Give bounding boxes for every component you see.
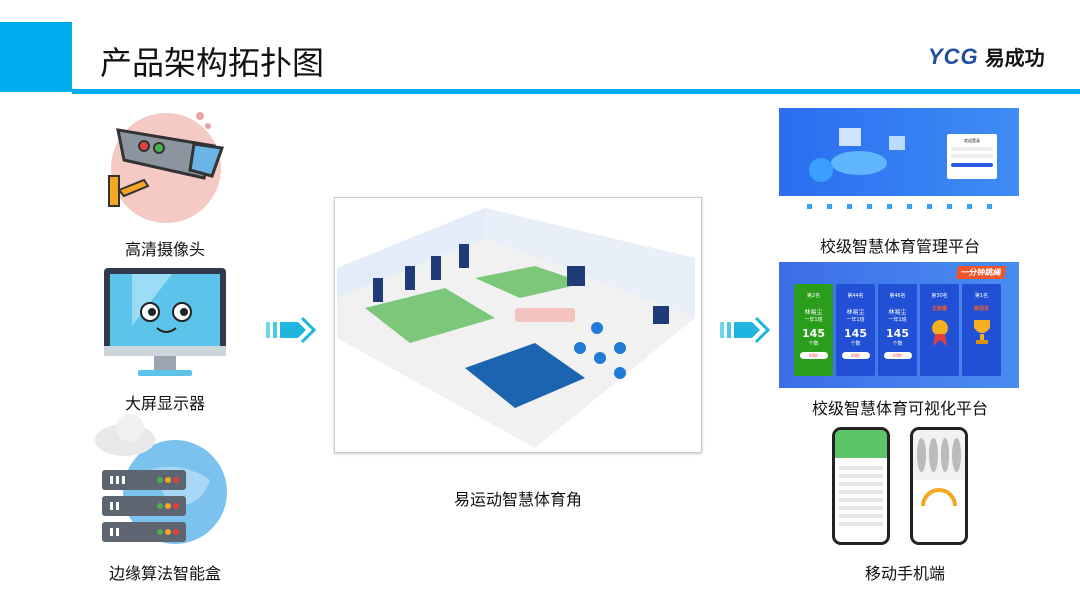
student-name: 林易尘 [846,309,865,316]
unit: 个数 [850,341,861,347]
rank-card: 第1名 跳冠军 [962,284,1001,376]
rank: 第2名 [806,293,821,299]
title-underline [72,89,1080,94]
management-platform-screenshot: 欢迎登录 [779,108,1019,220]
rank-card: 第30名 正能量 [920,284,959,376]
rank: 第30名 [931,293,948,299]
badge-text: 正能量 [931,306,947,312]
logo-mark: YCG [928,43,979,69]
visualization-platform-screenshot: 一分钟跳绳 第2名 林易尘 一年1班 145 个数 60秒 第44名 林易尘 一… [779,262,1019,388]
company-logo: YCG 易成功 [928,42,1045,71]
phone-mockup-ranking [832,427,890,545]
management-platform-label: 校级智慧体育管理平台 [819,237,980,256]
rank-card: 第44名 林易尘 一年1班 145 个数 60秒 [836,284,875,376]
camera-label: 高清摄像头 [124,240,205,259]
count: 145 [886,327,909,340]
time-pill: 60秒 [841,352,870,359]
mobile-label: 移动手机端 [864,564,945,583]
logo-name: 易成功 [984,46,1045,70]
rank-card: 第2名 林易尘 一年1班 145 个数 60秒 [794,284,833,376]
monitor-label: 大屏显示器 [124,394,205,413]
title-accent-block [0,22,72,92]
sports-corner-illustration [334,197,702,453]
unit: 个数 [808,341,819,347]
edge-box-label: 边缘算法智能盒 [108,564,221,583]
login-panel: 欢迎登录 [947,134,997,179]
unit: 个数 [892,341,903,347]
student-name: 林易尘 [804,309,823,316]
arrow-right-icon [266,316,317,344]
rank-card: 第46名 林易尘 一年1班 145 个数 60秒 [878,284,917,376]
rank: 第46名 [889,293,906,299]
gauge-icon [921,488,957,507]
badge-text: 跳冠军 [973,306,989,312]
sports-corner-label: 易运动智慧体育角 [453,490,582,509]
isometric-illustration [809,128,905,182]
rank: 第1名 [974,293,989,299]
time-pill: 60秒 [799,352,828,359]
feature-icon-row [779,196,1019,209]
camera-icon [108,112,225,223]
server-cloud-icon [95,414,227,544]
trophy-icon [973,320,990,344]
medal-icon [931,320,948,346]
page-title: 产品架构拓扑图 [100,44,325,82]
visualization-platform-label: 校级智慧体育可视化平台 [811,399,988,418]
class: 一年1班 [888,317,907,323]
phone-mockup-dashboard [910,427,968,545]
time-pill: 60秒 [883,352,912,359]
class: 一年1班 [804,317,823,323]
student-name: 林易尘 [888,309,907,316]
count: 145 [802,327,825,340]
count: 145 [844,327,867,340]
class: 一年1班 [846,317,865,323]
login-title: 欢迎登录 [964,138,980,143]
rope-skipping-banner: 一分钟跳绳 [956,266,1006,279]
rank: 第44名 [847,293,864,299]
arrow-right-icon [720,316,771,344]
monitor-icon [104,268,226,376]
